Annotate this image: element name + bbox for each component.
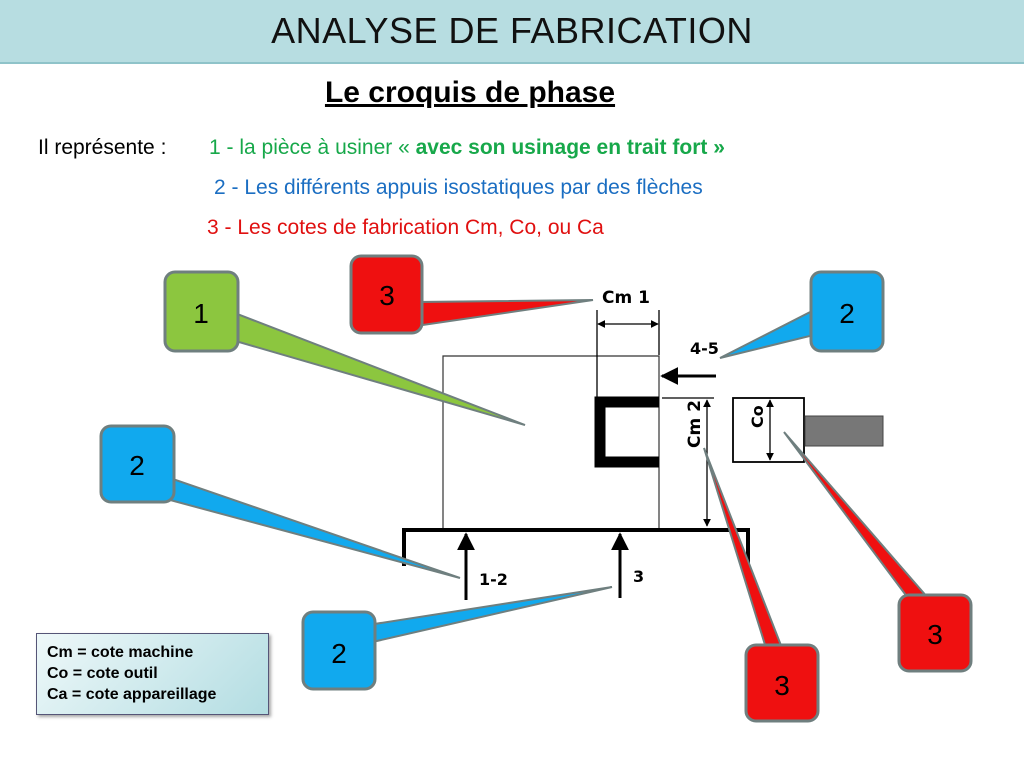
cm2-label: Cm 2 [685,400,705,448]
tool: Co [732,397,884,463]
machined-slot [594,396,659,468]
callout-2-support-3: 2 [301,586,613,691]
support-3-label: 3 [633,567,644,586]
fixture-base [402,528,750,566]
intro-lead: Il représente : [38,136,167,159]
support-3: 3 [611,532,644,598]
callout-3-cm1: 3 [349,254,594,335]
co-label: Co [748,405,767,428]
callout-1-number: 1 [193,298,209,329]
cm1-label: Cm 1 [602,288,650,308]
callout-3-cm1-number: 3 [379,280,395,311]
callout-2-support-1-2: 2 [99,424,461,579]
callout-1-workpiece: 1 [163,270,526,426]
support-1-2-label: 1-2 [479,570,508,589]
callout-3-cm2-number: 3 [774,670,790,701]
sketch: Cm 1 4-5 Cm 2 Co 1-2 3 [402,288,884,600]
tool-body [732,397,805,463]
cm1-dimension: Cm 1 [596,288,660,400]
support-4-5: 4-5 [660,339,719,385]
intro-item-1-text: 1 - la pièce à usiner « [209,136,416,159]
legend-co: Co = cote outil [47,665,158,682]
callout-2-support-3-number: 2 [331,638,347,669]
workpiece-outline [442,355,660,528]
legend-cm: Cm = cote machine [47,644,194,661]
title-bar: ANALYSE DE FABRICATION [0,0,1024,64]
callout-2-support-4-5-number: 2 [839,298,855,329]
tool-shank [804,415,884,447]
intro-item-3: 3 - Les cotes de fabrication Cm, Co, ou … [207,216,604,239]
support-4-5-label: 4-5 [690,339,719,358]
callout-2-support-1-2-number: 2 [129,450,145,481]
intro-item-2: 2 - Les différents appuis isostatiques p… [214,176,703,199]
support-1-2: 1-2 [457,532,508,600]
intro-item-1: 1 - la pièce à usiner « avec son usinage… [209,136,725,160]
callout-2-support-4-5: 2 [719,270,885,359]
callout-3-co: 3 [783,431,973,673]
subtitle: Le croquis de phase [324,76,616,109]
callout-3-co-number: 3 [927,619,943,650]
legend-ca: Ca = cote appareillage [47,686,217,703]
legend-box: Cm = cote machine Co = cote outil Ca = c… [36,633,269,715]
page-title: ANALYSE DE FABRICATION [271,10,753,51]
callout-3-cm2: 3 [703,447,820,723]
intro-item-1-bold: avec son usinage en trait fort » [415,136,725,159]
cm2-dimension: Cm 2 [662,397,714,527]
